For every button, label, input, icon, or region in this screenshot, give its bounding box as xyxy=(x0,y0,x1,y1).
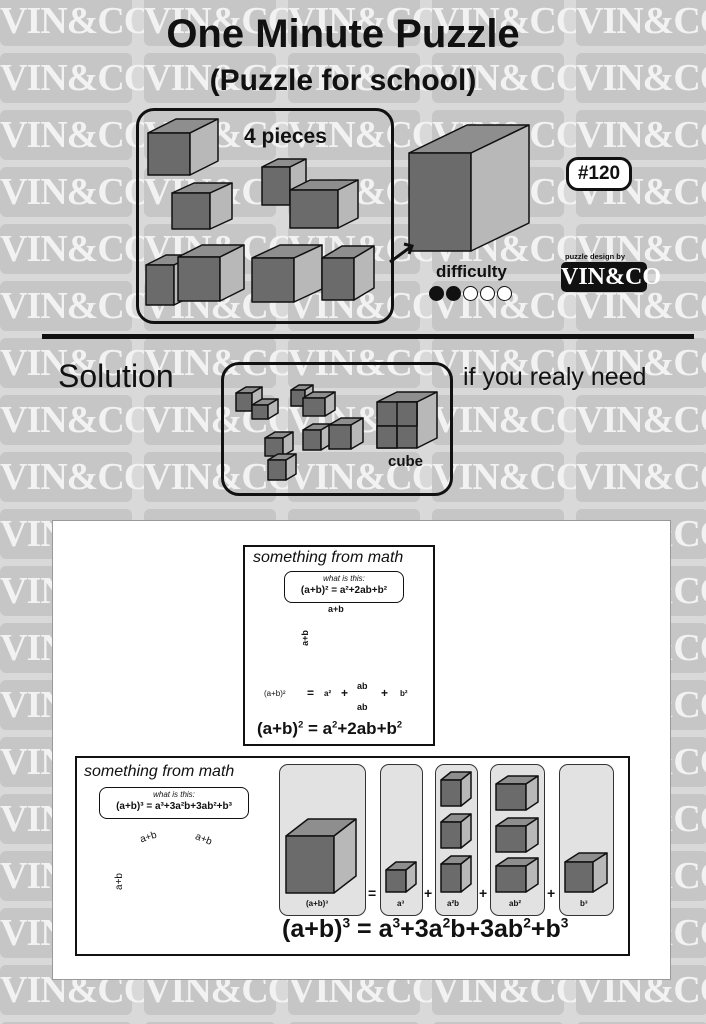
cube-plus-2: + xyxy=(479,885,488,901)
difficulty-dot xyxy=(497,286,512,301)
solution-cube xyxy=(267,453,297,481)
watermark-tile: VIN&CO xyxy=(0,110,153,160)
watermark-tile: VIN&CO xyxy=(576,452,706,502)
design-credit-label: puzzle design by xyxy=(565,252,626,261)
piece-cube xyxy=(251,244,323,303)
watermark-tile: VIN&CO xyxy=(0,0,153,46)
watermark-tile: VIN&CO xyxy=(0,395,153,445)
cube-plus-3: + xyxy=(547,885,556,901)
target-cube xyxy=(408,124,530,252)
math-square-formula-large: (a+b)2 = a2+2ab+b2 xyxy=(257,719,403,738)
cube-b3 xyxy=(564,852,608,893)
watermark-tile: VIN&CO xyxy=(144,0,297,46)
cube-a2b xyxy=(440,771,472,807)
divider xyxy=(42,334,694,339)
piece-cube xyxy=(177,244,245,302)
cube-term-ab2: ab² xyxy=(509,899,521,908)
solution-heading: Solution xyxy=(58,358,174,394)
watermark-tile: VIN&CO xyxy=(576,338,706,388)
square-big-label: (a+b)² xyxy=(264,689,286,698)
watermark-tile: VIN&CO xyxy=(0,53,153,103)
difficulty-dot xyxy=(463,286,478,301)
math-cube-formula-small: (a+b)³ = a³+3a²b+3ab²+b³ xyxy=(116,801,232,812)
watermark-tile: VIN&CO xyxy=(0,281,153,331)
watermark-tile: VIN&CO xyxy=(432,0,585,46)
piece-cube xyxy=(321,245,375,301)
watermark-tile: VIN&CO xyxy=(576,395,706,445)
difficulty-dot xyxy=(429,286,444,301)
solution-box xyxy=(221,362,453,496)
solution-cube xyxy=(302,391,336,417)
pieces-label: 4 pieces xyxy=(244,125,327,148)
difficulty-dot xyxy=(480,286,495,301)
solution-cube xyxy=(396,401,418,427)
cube-a3 xyxy=(385,861,417,893)
watermark-tile: VIN&CO xyxy=(0,224,153,274)
square-term-a2: a² xyxy=(324,689,332,698)
cube-ab2 xyxy=(495,817,539,853)
solution-cube-label: cube xyxy=(388,453,424,470)
piece-cube xyxy=(289,179,359,229)
page-subtitle: (Puzzle for school) xyxy=(209,64,477,97)
brand-logo: VIN&CO xyxy=(561,262,661,292)
square-top-label: a+b xyxy=(328,604,344,614)
watermark-tile: VIN&CO xyxy=(432,1022,564,1024)
square-term-ab-1: ab xyxy=(357,681,368,691)
watermark-tile: VIN&CO xyxy=(432,452,585,502)
big-cube xyxy=(285,818,357,894)
cube-term-a2b: a²b xyxy=(447,899,459,908)
math-square-question-box: what is this: (a+b)² = a²+2ab+b² xyxy=(284,571,404,603)
watermark-tile: VIN&CO xyxy=(432,338,585,388)
solution-cube xyxy=(251,398,279,420)
cube-a2b xyxy=(440,813,472,849)
watermark-tile: VIN&CO xyxy=(288,53,441,103)
cube-a2b xyxy=(440,855,472,893)
pieces-box xyxy=(136,108,394,324)
watermark-tile: VIN&CO xyxy=(432,395,585,445)
square-eq: = xyxy=(307,686,315,700)
piece-cube xyxy=(147,118,219,176)
watermark-tile: VIN&CO xyxy=(288,1022,420,1024)
watermark-tile: VIN&CO xyxy=(576,110,706,160)
piece-cube xyxy=(171,182,233,230)
math-square-question: what is this: xyxy=(323,574,365,583)
math-square-heading: something from math xyxy=(253,549,404,566)
math-cube-formula-large: (a+b)3 = a3+3a2b+3ab2+b3 xyxy=(282,915,569,943)
cube-big-label: (a+b)³ xyxy=(306,899,328,908)
arrow-icon xyxy=(389,242,414,264)
page-title: One Minute Puzzle xyxy=(166,12,520,56)
cube-ab2 xyxy=(495,857,539,893)
math-square-formula-small: (a+b)² = a²+2ab+b² xyxy=(300,585,388,596)
watermark-tile: VIN&CO xyxy=(0,1022,132,1024)
square-plus-1: + xyxy=(341,686,349,700)
square-term-b2: b² xyxy=(400,689,408,698)
watermark-tile: VIN&CO xyxy=(0,167,153,217)
cube-eq: = xyxy=(368,885,377,901)
solution-cube xyxy=(328,417,364,450)
watermark-tile: VIN&CO xyxy=(576,53,706,103)
difficulty-dot xyxy=(446,286,461,301)
cube-plus-1: + xyxy=(424,885,433,901)
cube-ab2 xyxy=(495,775,539,811)
square-plus-2: + xyxy=(381,686,389,700)
watermark-tile: VIN&CO xyxy=(0,338,153,388)
solution-cube xyxy=(264,431,294,457)
watermark-tile: VIN&CO xyxy=(144,53,297,103)
square-term-ab-2: ab xyxy=(357,702,368,712)
math-cube-heading: something from math xyxy=(84,763,235,780)
watermark-tile: VIN&CO xyxy=(576,0,706,46)
watermark-tile: VIN&CO xyxy=(288,0,441,46)
cube-term-a3: a³ xyxy=(397,899,405,908)
watermark-tile: VIN&CO xyxy=(432,53,585,103)
difficulty-label: difficulty xyxy=(436,262,507,281)
solution-hint: if you realy need xyxy=(463,363,647,391)
math-cube-question: what is this: xyxy=(153,790,195,799)
watermark-tile: VIN&CO xyxy=(576,1022,706,1024)
math-cube-question-box: what is this: (a+b)³ = a³+3a²b+3ab²+b³ xyxy=(99,787,249,819)
puzzle-number-badge: #120 xyxy=(566,157,632,191)
watermark-tile: VIN&CO xyxy=(0,452,153,502)
cube-term-b3: b³ xyxy=(580,899,588,908)
watermark-tile: VIN&CO xyxy=(144,1022,276,1024)
